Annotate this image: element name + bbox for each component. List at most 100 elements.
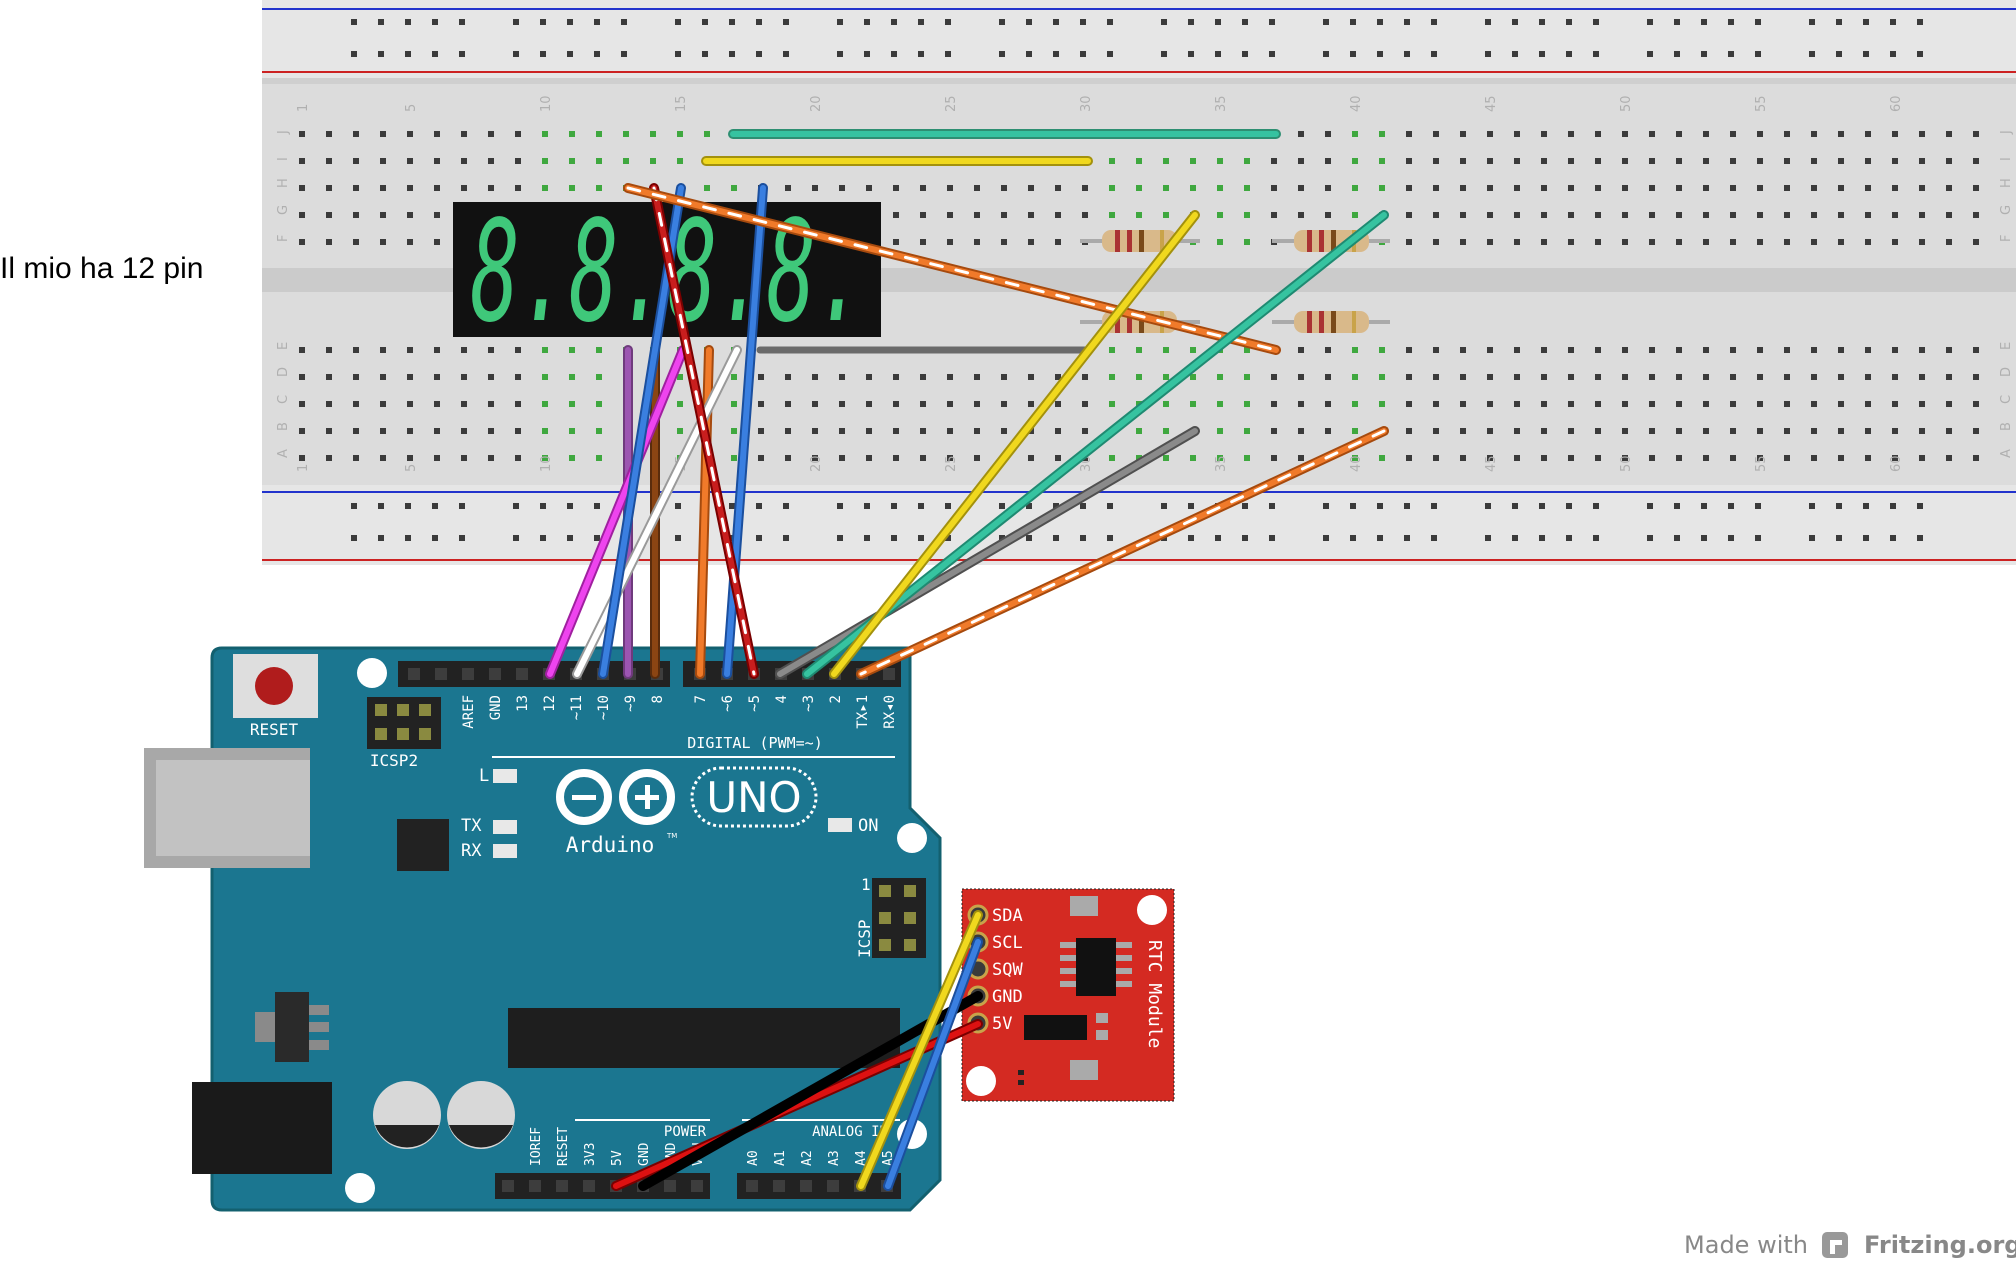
breadboard-hole [1487, 347, 1493, 353]
breadboard-hole [1217, 212, 1223, 218]
breadboard-hole [1541, 428, 1547, 434]
breadboard-hole [1163, 158, 1169, 164]
breadboard-hole [1676, 401, 1682, 407]
rail-hole [1377, 51, 1383, 57]
breadboard-hole [758, 401, 764, 407]
breadboard-hole [488, 428, 494, 434]
breadboard-hole [1784, 401, 1790, 407]
column-number: 60 [1889, 455, 1904, 472]
breadboard-hole [1163, 374, 1169, 380]
breadboard-hole [1757, 239, 1763, 245]
breadboard-hole [1649, 239, 1655, 245]
breadboard-hole [488, 455, 494, 461]
resistor-4 [1272, 311, 1390, 333]
row-letter: H [1999, 178, 2014, 188]
breadboard-hole [326, 374, 332, 380]
breadboard-hole [1433, 401, 1439, 407]
breadboard-hole [731, 185, 737, 191]
rail-hole [1026, 51, 1032, 57]
rail-hole [1377, 535, 1383, 541]
breadboard-hole [353, 212, 359, 218]
breadboard-hole [1838, 131, 1844, 137]
rail-hole [378, 535, 384, 541]
breadboard-hole [893, 374, 899, 380]
breadboard-hole [947, 212, 953, 218]
rail-hole [1404, 19, 1410, 25]
rail-hole [1836, 51, 1842, 57]
rail-hole [1431, 51, 1437, 57]
rail-hole [1323, 503, 1329, 509]
rail-hole [432, 503, 438, 509]
rtc-pin-label: 5V [992, 1014, 1012, 1034]
row-letter: G [276, 205, 291, 215]
breadboard-hole [866, 401, 872, 407]
breadboard-hole [1649, 131, 1655, 137]
breadboard-hole [1730, 239, 1736, 245]
breadboard-hole [353, 401, 359, 407]
breadboard-hole [1406, 239, 1412, 245]
breadboard-hole [1217, 374, 1223, 380]
breadboard-hole [596, 158, 602, 164]
breadboard-hole [1433, 347, 1439, 353]
header-pin [773, 1180, 785, 1192]
breadboard-hole [1568, 239, 1574, 245]
breadboard-hole [299, 347, 305, 353]
rail-hole [1728, 503, 1734, 509]
row-letter: E [1999, 342, 2014, 350]
breadboard-hole [1487, 428, 1493, 434]
breadboard-hole [1028, 239, 1034, 245]
breadboard-hole [1595, 212, 1601, 218]
breadboard-hole [488, 158, 494, 164]
rail-hole [675, 19, 681, 25]
rail-hole [837, 51, 843, 57]
column-number: 25 [944, 95, 959, 112]
voltage-regulator [275, 992, 309, 1062]
rail-hole [540, 535, 546, 541]
breadboard-hole [1298, 347, 1304, 353]
breadboard-hole [1460, 455, 1466, 461]
breadboard-hole [1703, 428, 1709, 434]
rail-hole [837, 19, 843, 25]
column-number: 50 [1619, 455, 1634, 472]
breadboard-hole [1838, 212, 1844, 218]
breadboard-hole [785, 455, 791, 461]
breadboard-hole [1730, 185, 1736, 191]
breadboard-hole [677, 158, 683, 164]
rail-hole [1026, 535, 1032, 541]
breadboard-hole [974, 239, 980, 245]
breadboard-hole [1703, 401, 1709, 407]
breadboard-hole [1730, 131, 1736, 137]
breadboard-hole [1433, 428, 1439, 434]
breadboard-hole [1514, 428, 1520, 434]
breadboard-hole [326, 401, 332, 407]
breadboard-hole [839, 428, 845, 434]
breadboard-hole [1865, 131, 1871, 137]
rail-hole [729, 51, 735, 57]
breadboard-hole [1352, 401, 1358, 407]
column-number: 25 [944, 455, 959, 472]
breadboard-hole [623, 131, 629, 137]
digital-pin-label: 2 [828, 695, 844, 703]
rail-hole [1350, 503, 1356, 509]
rail-hole [1917, 503, 1923, 509]
breadboard-hole [1811, 212, 1817, 218]
digital-label: DIGITAL (PWM=~) [687, 734, 822, 752]
rail-hole [1107, 51, 1113, 57]
row-letter: I [276, 157, 291, 161]
breadboard-hole [326, 212, 332, 218]
column-number: 1 [296, 104, 311, 112]
breadboard-hole [488, 401, 494, 407]
breadboard-hole [839, 401, 845, 407]
breadboard-hole [326, 185, 332, 191]
breadboard-hole [947, 455, 953, 461]
breadboard-hole [974, 212, 980, 218]
breadboard-hole [488, 374, 494, 380]
breadboard-hole [1001, 428, 1007, 434]
digital-pin-label: ~6 [720, 695, 736, 712]
breadboard-hole [1622, 212, 1628, 218]
breadboard-hole [353, 374, 359, 380]
breadboard-hole [893, 212, 899, 218]
breadboard-hole [380, 131, 386, 137]
breadboard-hole [515, 158, 521, 164]
rail-hole [918, 535, 924, 541]
